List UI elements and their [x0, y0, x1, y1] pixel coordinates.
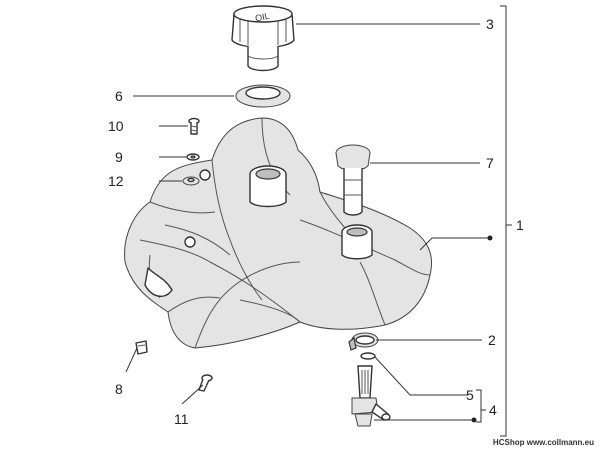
- leader-8: [125, 347, 138, 373]
- oil-tank: [124, 117, 433, 349]
- watermark-site: www.collmann.eu: [526, 438, 594, 447]
- callout-5: 5: [466, 387, 474, 403]
- callout-8: 8: [115, 381, 123, 397]
- callout-7: 7: [486, 155, 494, 171]
- callout-11: 11: [174, 411, 189, 427]
- hose-clamp: [348, 332, 379, 351]
- watermark: HCShop www.collmann.eu: [493, 438, 594, 447]
- washer: [186, 153, 200, 161]
- screw: [188, 117, 200, 135]
- callout-12: 12: [108, 173, 124, 189]
- leader-1: [419, 237, 490, 251]
- seal-ring: [235, 84, 291, 108]
- bolt: [198, 374, 213, 392]
- callout-6: 6: [115, 88, 123, 104]
- callout-3: 3: [486, 16, 494, 32]
- clip: [135, 340, 148, 355]
- watermark-brand: HCShop: [492, 438, 525, 447]
- dipstick-plug: [335, 144, 371, 216]
- callout-4: 4: [489, 402, 497, 418]
- callout-2: 2: [488, 332, 496, 348]
- callout-1: 1: [516, 217, 524, 233]
- bracket-4: [476, 389, 482, 423]
- oil-filter-fitting: [351, 365, 391, 427]
- oil-filler-cap: OIL: [231, 5, 295, 72]
- callout-10: 10: [108, 118, 124, 134]
- leader-5: [374, 356, 468, 396]
- leader-11: [181, 384, 204, 405]
- grommet: [182, 176, 200, 186]
- cap-text: OIL: [254, 11, 270, 24]
- leader-4-dot: [471, 417, 477, 423]
- bracket-1: [500, 5, 507, 437]
- leader-1-dot: [487, 235, 493, 241]
- o-ring: [360, 352, 376, 360]
- callout-9: 9: [115, 149, 123, 165]
